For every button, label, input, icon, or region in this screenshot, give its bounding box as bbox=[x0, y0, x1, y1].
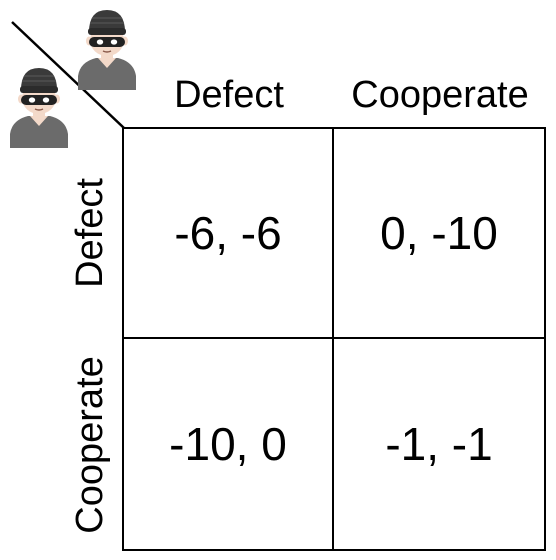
burglar-icon bbox=[10, 68, 68, 148]
row-header-cooperate: Cooperate bbox=[69, 356, 111, 534]
payoff-cell-cooperate-defect: -10, 0 bbox=[124, 339, 334, 549]
column-header-defect: Defect bbox=[174, 74, 284, 116]
row-header-defect: Defect bbox=[69, 178, 111, 288]
burglar-icon bbox=[78, 10, 136, 90]
payoff-matrix: -6, -6 0, -10 -10, 0 -1, -1 bbox=[122, 127, 546, 551]
payoff-cell-defect-cooperate: 0, -10 bbox=[334, 129, 544, 339]
column-header-cooperate: Cooperate bbox=[351, 74, 529, 116]
payoff-cell-cooperate-cooperate: -1, -1 bbox=[385, 418, 493, 470]
payoff-cell-defect-defect: -6, -6 bbox=[124, 129, 334, 339]
